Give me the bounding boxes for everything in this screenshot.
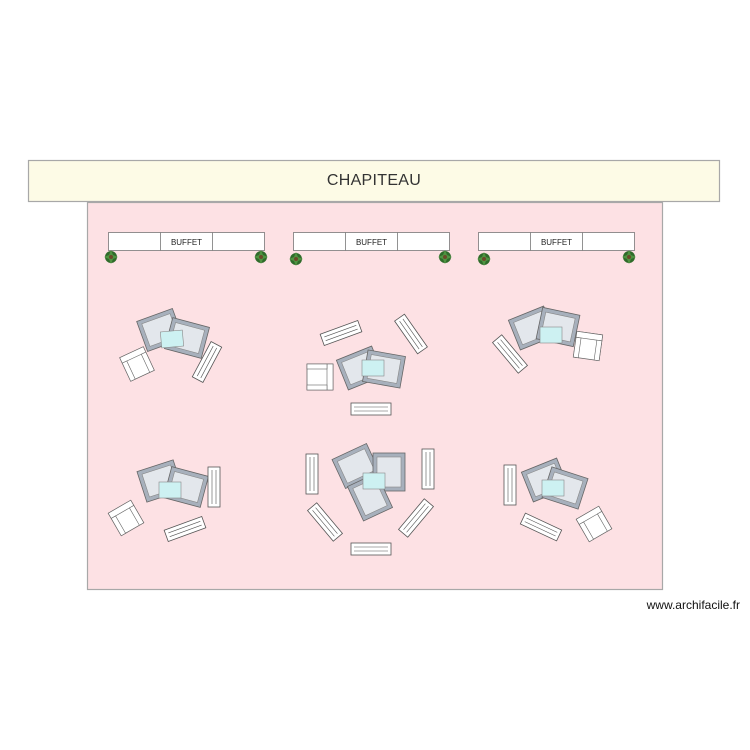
coffee-table	[158, 481, 182, 499]
coffee-table	[362, 472, 386, 490]
bench	[350, 542, 392, 556]
bench	[305, 453, 319, 495]
bench	[421, 448, 435, 490]
buffet-1: BUFFET	[108, 232, 265, 251]
armchair	[572, 330, 604, 362]
bench	[207, 466, 221, 508]
buffet-2: BUFFET	[293, 232, 450, 251]
buffet-label: BUFFET	[171, 238, 202, 247]
bench	[503, 464, 517, 506]
buffet-label: BUFFET	[356, 238, 387, 247]
buffet-label: BUFFET	[541, 238, 572, 247]
coffee-table	[160, 329, 184, 349]
coffee-table	[539, 326, 563, 344]
watermark-link[interactable]: www.archifacile.fr	[646, 598, 740, 612]
bench	[350, 402, 392, 416]
coffee-table	[541, 479, 565, 497]
coffee-table	[361, 359, 385, 377]
chapiteau-banner	[27, 159, 721, 203]
buffet-3: BUFFET	[478, 232, 635, 251]
armchair	[306, 363, 334, 391]
